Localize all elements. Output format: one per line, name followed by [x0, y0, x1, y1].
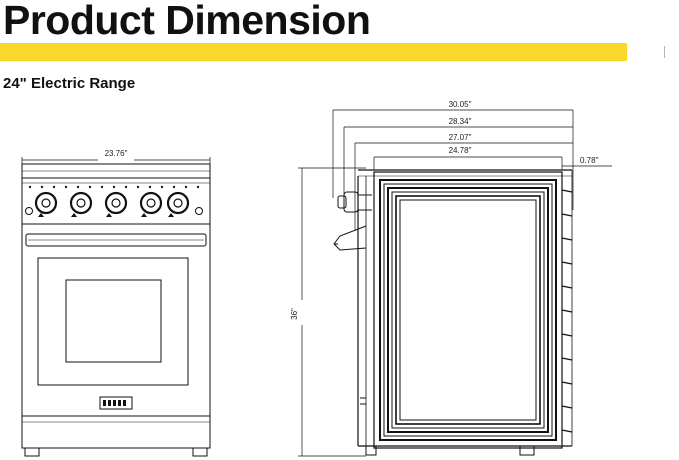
side-front-foot — [365, 445, 377, 456]
depth-label-handle: 28.34" — [449, 117, 472, 126]
brand-logo-pattern — [103, 400, 126, 406]
side-view: 30.05" 28.34" 27.07" 24.78" 0.78" 36" — [290, 100, 612, 457]
knob-3-icon — [104, 191, 128, 215]
oven-window-glass — [65, 279, 162, 363]
page-title: Product Dimension — [3, 0, 371, 43]
knob-4-icon — [139, 191, 163, 215]
depth-label-knobs: 27.07" — [449, 133, 472, 142]
oven-window-frame — [37, 257, 189, 386]
depth-label-body: 24.78" — [449, 146, 472, 155]
storage-drawer — [21, 415, 211, 449]
depth-label-overall: 30.05" — [449, 100, 472, 109]
panel-rivets — [28, 185, 200, 189]
front-right-foot — [192, 447, 208, 457]
knob-2-icon — [69, 191, 93, 215]
oven-door-handle — [25, 233, 207, 247]
side-body — [373, 171, 563, 449]
power-light-icon — [25, 207, 33, 215]
product-subtitle: 24" Electric Range — [3, 75, 136, 92]
front-width-label: 23.76" — [105, 149, 128, 158]
knob-5-icon — [166, 191, 190, 215]
burner-symbols — [38, 213, 174, 217]
accent-tick — [664, 46, 665, 58]
front-view: 23.76" — [21, 149, 211, 457]
indicator-light-icon — [195, 207, 203, 215]
front-width-dimension — [21, 157, 211, 164]
side-handle-profile — [333, 225, 367, 251]
side-rear-foot — [519, 445, 535, 456]
offset-label: 0.78" — [580, 156, 599, 165]
front-left-foot — [24, 447, 40, 457]
oven-door — [21, 223, 211, 417]
title-underline-bar — [0, 43, 627, 61]
rear-vent-ridges — [561, 189, 573, 433]
height-label: 36" — [290, 308, 299, 320]
depth-dimension-lines — [332, 109, 612, 230]
knob-1-icon — [34, 191, 58, 215]
height-dimension — [298, 167, 366, 457]
control-knobs — [34, 191, 190, 215]
